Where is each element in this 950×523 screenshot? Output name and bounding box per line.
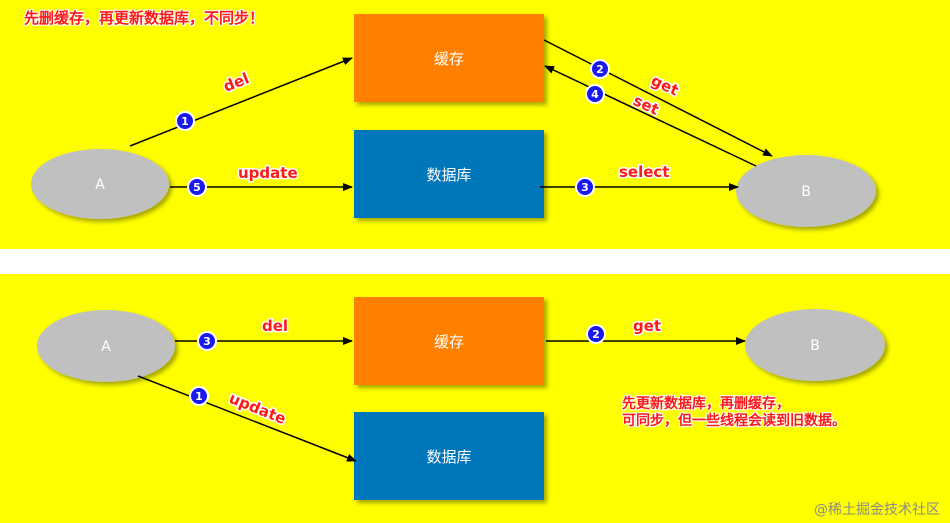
top-del-label: del [221,69,252,95]
top-db-box: 数据库 [354,130,544,218]
top-step-get: 2 [596,63,604,76]
bottom-update-arrow [137,375,357,462]
bottom-caption-line1: 先更新数据库，再删缓存， [622,396,790,412]
top-set-arrow [544,65,757,167]
bottom-node-a-label: A [101,339,111,355]
top-cache-label: 缓存 [434,50,464,68]
top-step-badge-update: 5 [187,177,207,197]
top-step-set: 4 [591,88,599,101]
bottom-db-label: 数据库 [426,448,471,466]
top-get-arrow [543,39,773,157]
top-caption: 先删缓存，再更新数据库，不同步！ [24,9,265,27]
bottom-node-b: B [745,309,885,381]
top-step-badge-set: 4 [585,84,605,104]
top-set-label: set [630,91,661,118]
bottom-step-update: 1 [195,390,203,403]
bottom-db-box: 数据库 [354,412,544,500]
bottom-step-badge-get: 2 [586,324,606,344]
bottom-get-label: get [633,317,661,335]
top-node-b-label: B [801,184,811,200]
top-step-badge-del: 1 [175,111,195,131]
top-step-badge-get: 2 [590,59,610,79]
top-node-a: A [31,149,169,219]
bottom-node-a: A [37,310,175,382]
bottom-step-badge-update: 1 [189,386,209,406]
bottom-node-b-label: B [810,338,820,354]
top-select-label: select [619,163,669,181]
top-step-del: 1 [181,115,189,128]
bottom-step-del: 3 [203,335,211,348]
bottom-step-get: 2 [592,328,600,341]
top-node-a-label: A [95,177,105,193]
top-step-select: 3 [581,181,589,194]
top-update-label: update [238,164,298,182]
bottom-caption-line2: 可同步，但一些线程会读到旧数据。 [622,413,846,429]
top-del-arrow [129,57,353,147]
bottom-step-badge-del: 3 [197,331,217,351]
top-node-b: B [736,155,876,227]
top-db-label: 数据库 [426,166,471,184]
bottom-del-label: del [262,317,288,335]
top-step-badge-select: 3 [575,177,595,197]
bottom-cache-box: 缓存 [354,297,544,385]
top-step-update: 5 [193,181,201,194]
top-cache-box: 缓存 [354,14,544,102]
watermark: @稀土掘金技术社区 [814,502,940,518]
bottom-cache-label: 缓存 [434,333,464,351]
bottom-caption: 先更新数据库，再删缓存， 可同步，但一些线程会读到旧数据。 [622,396,846,430]
